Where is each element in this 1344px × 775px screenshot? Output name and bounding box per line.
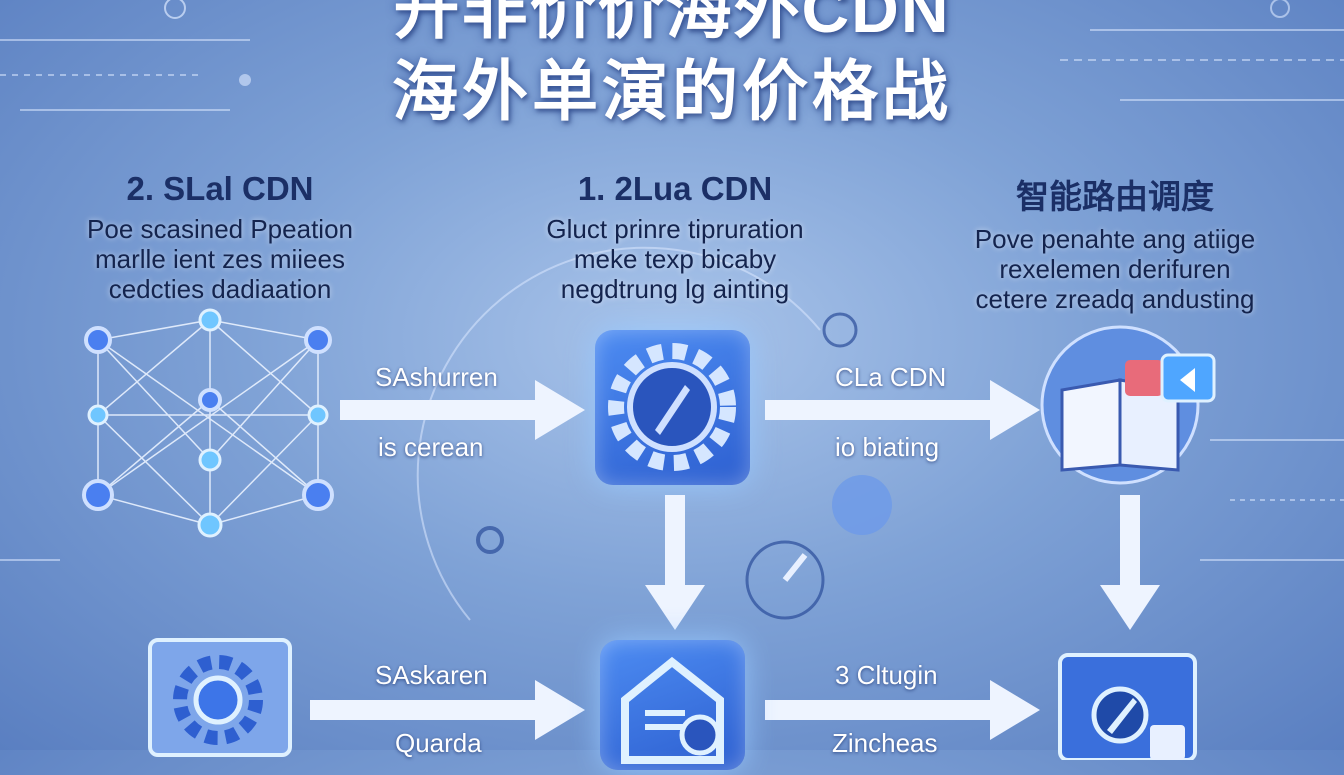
house-shield-tile: [600, 640, 745, 770]
arrow-down-middle: [645, 495, 705, 630]
network-graph-icon: [82, 308, 334, 538]
gear-frame-icon: [148, 638, 292, 757]
column-left-line: Poe scasined Ppeation: [87, 214, 353, 244]
column-left-heading: 2. SLal CDN: [126, 170, 314, 207]
arrow-label: CLa CDN: [835, 362, 947, 392]
column-right-heading: 智能路由调度: [1016, 178, 1214, 215]
arrow-top-left: [340, 380, 585, 440]
arrow-bottom-right: [765, 680, 1040, 740]
arrow-label: SAskaren: [375, 660, 488, 690]
arrow-bottom-left: [310, 680, 585, 740]
arrow-label: Quarda: [395, 728, 482, 758]
arrow-label: Zincheas: [832, 728, 938, 758]
arrow-label: is cerean: [378, 432, 484, 462]
column-right: 智能路由调度 Pove penahte ang atiige rexelemen…: [930, 170, 1300, 314]
column-left: 2. SLal CDN Poe scasined Ppeation marlle…: [40, 170, 400, 304]
monitor-compass-icon: [1058, 653, 1197, 760]
page-title-line1: 开非价价海外CDN: [393, 0, 951, 46]
arrow-label: SAshurren: [375, 362, 498, 392]
column-left-line: cedcties dadiaation: [108, 274, 332, 304]
column-middle-line: meke texp bicaby: [573, 244, 777, 274]
column-left-line: marlle ient zes miiees: [95, 244, 345, 274]
arrow-label: 3 Cltugin: [835, 660, 938, 690]
house-shield-icon: [621, 656, 724, 764]
column-middle: 1. 2Lua CDN Gluct prinre tipruration mek…: [490, 170, 860, 304]
column-right-line: rexelemen derifuren: [999, 254, 1231, 284]
book-monitor-icon: [1040, 325, 1216, 485]
gear-compass-tile: [595, 330, 750, 485]
page-title-line2: 海外单演的价格战: [392, 54, 952, 128]
column-right-line: cetere zreadq andusting: [975, 284, 1255, 314]
gear-compass-icon: [608, 343, 736, 471]
arrow-label: io biating: [835, 432, 940, 462]
column-middle-heading: 1. 2Lua CDN: [577, 170, 773, 207]
column-middle-line: negdtrung lg ainting: [560, 274, 790, 304]
arrow-top-right: [765, 380, 1040, 440]
column-middle-line: Gluct prinre tipruration: [546, 214, 804, 244]
arrow-down-right: [1100, 495, 1160, 630]
column-right-line: Pove penahte ang atiige: [974, 224, 1256, 254]
